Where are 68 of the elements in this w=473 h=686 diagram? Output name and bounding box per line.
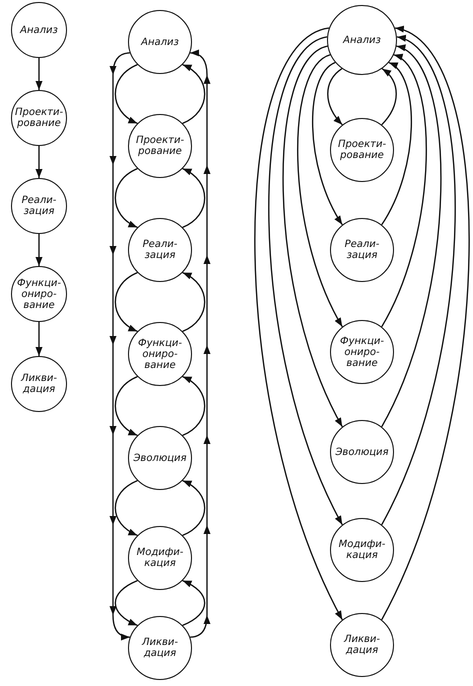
arrow: [36, 234, 42, 266]
stage-label: Проекти-рование: [336, 139, 388, 161]
arrow: [36, 58, 42, 90]
stage-circle: [330, 118, 394, 182]
arrow: [381, 68, 397, 126]
stage-label: Ликви-дация: [342, 634, 382, 656]
arrow: [182, 480, 206, 536]
stage-label: Эволюция: [133, 452, 187, 464]
arrow: [36, 322, 42, 356]
stage-label: Проекти-рование: [134, 135, 186, 157]
stage-label: Проекти-рование: [15, 107, 63, 129]
arrow: [312, 62, 343, 226]
arrow: [327, 68, 343, 126]
arrow: [114, 168, 138, 228]
arrow: [110, 52, 130, 640]
arrow: [297, 54, 343, 328]
stage-circle: [11, 90, 67, 146]
stage-label: Реали-зация: [344, 239, 380, 261]
stage-circle: [11, 356, 67, 412]
arrow: [381, 27, 470, 620]
arrow: [190, 50, 210, 638]
stage-circle: [128, 10, 192, 74]
arrow: [114, 64, 138, 124]
stage-circle: [11, 2, 67, 58]
stage-circle: [330, 613, 394, 677]
arrow: [254, 27, 343, 620]
stage-circle: [128, 526, 192, 590]
arrow: [381, 54, 427, 328]
arrow: [114, 272, 138, 332]
arrow: [114, 376, 138, 436]
stage-label: Эволюция: [335, 446, 389, 458]
arrow: [182, 168, 206, 228]
arrow: [381, 62, 412, 226]
stage-label: Модифи-кация: [338, 539, 386, 561]
arrow: [182, 64, 206, 124]
stage-label: Реали-зация: [20, 195, 58, 217]
stage-circle: [327, 5, 397, 75]
stage-circle: [128, 426, 192, 490]
stage-circle: [128, 114, 192, 178]
stage-label: Ликви-дация: [140, 637, 180, 659]
stage-label: Ликви-дация: [20, 373, 58, 395]
stage-circle: [330, 320, 394, 384]
arrow: [36, 146, 42, 178]
arrow: [182, 580, 206, 626]
arrow: [381, 36, 456, 526]
stage-label: Анализ: [141, 36, 179, 48]
stage-circle: [128, 616, 192, 680]
stage-label: Анализ: [343, 34, 381, 46]
stage-label: Функци-ониро-вание: [16, 278, 62, 310]
stage-circle: [11, 266, 67, 322]
arrow: [114, 480, 138, 536]
stage-circle: [330, 518, 394, 582]
arrow: [268, 36, 343, 526]
arrow: [182, 272, 206, 332]
stage-circle: [128, 218, 192, 282]
stage-circle: [128, 322, 192, 386]
stage-circle: [330, 218, 394, 282]
arrow: [182, 376, 206, 436]
arrow: [114, 580, 138, 626]
stage-circle: [11, 178, 67, 234]
stage-label: Анализ: [20, 24, 58, 36]
stage-label: Модифи-кация: [136, 547, 184, 569]
arrow: [381, 46, 442, 428]
stage-label: Функци-ониро-вание: [338, 336, 386, 368]
stage-circle: [330, 420, 394, 484]
stage-label: Реали-зация: [142, 239, 178, 261]
stage-label: Функци-ониро-вание: [136, 338, 184, 370]
arrow: [282, 46, 343, 428]
